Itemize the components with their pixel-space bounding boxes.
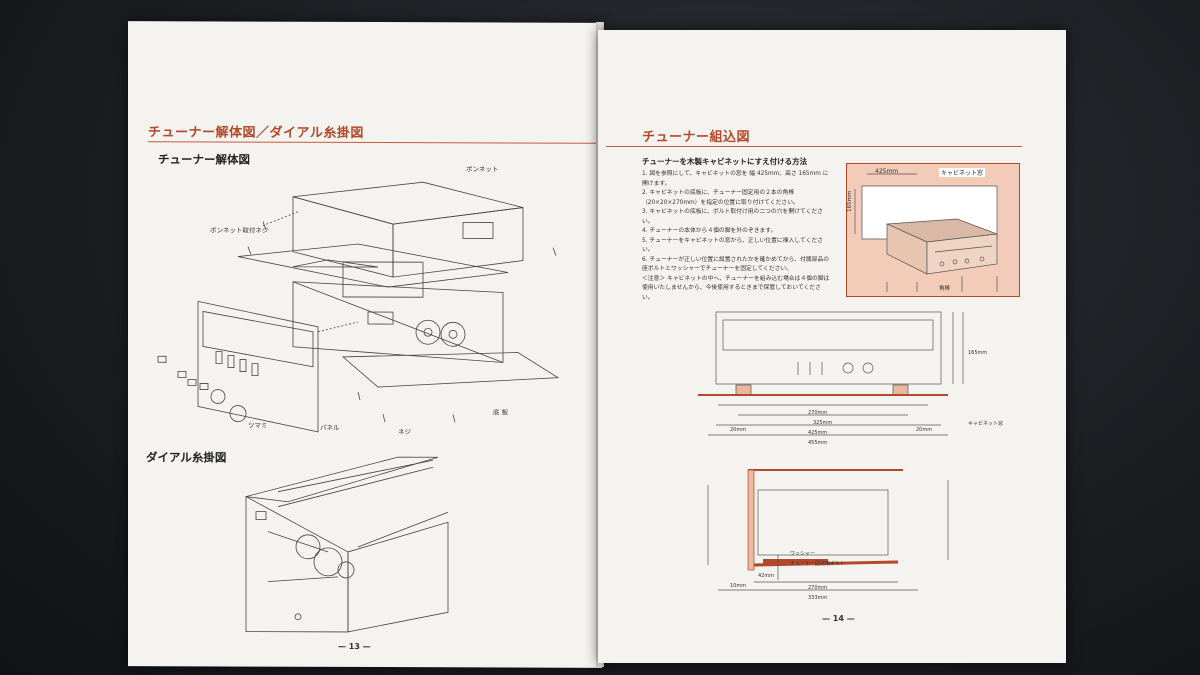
label-bonnet-screw: ボンネット取付ネジ	[210, 226, 269, 235]
dim-label: 333mm	[808, 595, 828, 601]
right-page-number: — 14 —	[822, 614, 855, 623]
dim-label: 455mm	[808, 440, 828, 446]
instruction-item: 1. 図を参照にして、キャビネットの窓を 幅 425mm、高さ 165mm に開…	[642, 171, 829, 187]
label-screw: ネジ	[398, 428, 411, 437]
label-chassis: 底 板	[493, 408, 509, 417]
right-title-rule	[606, 146, 1022, 147]
dim-label: チューナー固定用ボルト	[790, 561, 846, 567]
right-section-title: チューナー組込図	[642, 130, 751, 145]
dim-label: 425mm	[808, 430, 828, 436]
dim-label: ワッシャー	[790, 551, 816, 557]
installation-illustration: 425mm キャビネット窓 165mm 角棒	[846, 163, 1020, 297]
instruction-list: 1. 図を参照にして、キャビネットの窓を 幅 425mm、高さ 165mm に開…	[642, 170, 830, 303]
dial-string-drawing	[245, 456, 449, 633]
instruction-item: 3. キャビネットの底板に、ボルト取付け用の二つの穴を開けてください。	[642, 209, 823, 225]
right-page: チューナー組込図 チューナーを木製キャビネットにすえ付ける方法 1. 図を参照に…	[598, 30, 1066, 663]
exploded-view-drawing	[157, 181, 560, 433]
dim-label: 165mm	[968, 350, 988, 356]
dim-label: 10mm	[730, 583, 747, 589]
label-bonnet: ボンネット	[466, 165, 499, 174]
dim-label: 270mm	[808, 585, 828, 591]
left-page: チューナー解体図／ダイアル糸掛図 チューナー解体図	[128, 21, 602, 668]
instruction-item: 5. チューナーをキャビネットの窓から、正しい位置に挿入してください。	[642, 237, 823, 254]
left-section-title: チューナー解体図／ダイアル糸掛図	[148, 125, 364, 141]
label-knob: ツマミ	[248, 421, 268, 430]
cabinet-drawing	[854, 173, 998, 292]
instruction-item: 2. キャビネットの底板に、チューナー固定用の２本の角棒（20×20×270mm…	[642, 190, 799, 206]
dim-label: 42mm	[758, 573, 775, 579]
label-panel: パネル	[320, 423, 340, 432]
left-title-rule	[148, 141, 596, 144]
front-dimension-drawing	[698, 311, 964, 591]
dim-label: 20mm	[916, 427, 933, 433]
photo-bar-label: 角棒	[939, 286, 951, 292]
instruction-title: チューナーを木製キャビネットにすえ付ける方法	[642, 157, 808, 166]
left-page-number: — 13 —	[338, 641, 371, 652]
photo-width-label: 425mm	[875, 168, 899, 175]
photo-cabinet-label: キャビネット窓	[939, 168, 986, 177]
dim-label: 20mm	[730, 427, 747, 433]
photo-height-label: 165mm	[847, 190, 853, 212]
dim-label: キャビネット窓	[968, 421, 1004, 427]
instruction-item: 6. チューナーが正しい位置に設置されたかを確かめてから、付属部品の座ボルトとワ…	[642, 256, 830, 273]
dim-label: 270mm	[808, 410, 828, 416]
instruction-item: ＜注意＞ キャビネットの中へ、チューナーを組み込む場合は４個の脚は使用いたしませ…	[642, 275, 830, 301]
dim-label: 325mm	[813, 420, 833, 426]
instruction-item: 4. チューナーの本体から４個の脚を外のぞきます。	[642, 228, 777, 234]
